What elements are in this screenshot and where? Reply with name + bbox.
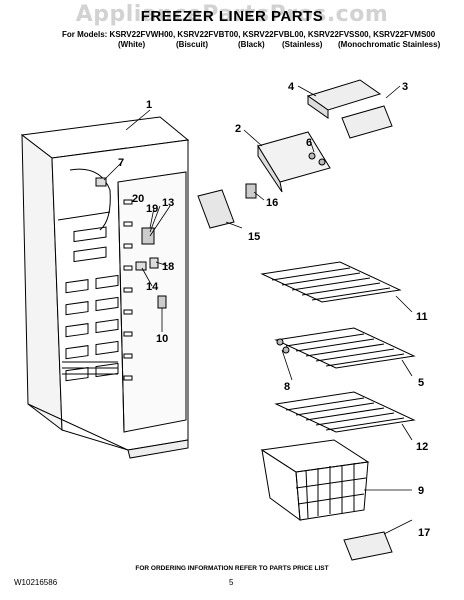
part-16-bracket [245, 183, 257, 199]
wire-shelf-11 [260, 261, 402, 303]
finish-black: (Black) [238, 40, 265, 49]
model-list: For Models: KSRV22FVWH00, KSRV22FVBT00, … [62, 30, 436, 39]
wire-basket-9 [260, 439, 370, 522]
finish-stainless: (Stainless) [282, 40, 323, 49]
part-7-clip [95, 177, 107, 187]
callout-16: 16 [266, 197, 278, 209]
callout-6: 6 [306, 137, 312, 149]
callout-5: 5 [418, 377, 424, 389]
finish-mono-stainless: (Monochromatic Stainless) [338, 40, 441, 49]
callout-1: 1 [146, 99, 152, 111]
callout-20: 20 [132, 193, 144, 205]
callout-8: 8 [284, 381, 290, 393]
cover-assembly [257, 79, 393, 193]
callout-2: 2 [235, 123, 241, 135]
callout-4: 4 [288, 81, 295, 93]
callout-17: 17 [418, 527, 430, 539]
part-15-control [197, 189, 235, 229]
side-wall-slots [123, 199, 133, 381]
leader-lines [103, 85, 413, 535]
part-18-clip [149, 257, 159, 269]
callout-11: 11 [416, 311, 428, 323]
callout-13: 13 [162, 197, 174, 209]
callout-12: 12 [416, 441, 428, 453]
callout-3: 3 [402, 81, 408, 93]
liner-ribs [62, 226, 119, 382]
document-number: W10216586 [14, 578, 58, 587]
callout-7: 7 [118, 157, 124, 169]
wire-shelf-12 [274, 391, 416, 433]
finish-white: (White) [118, 40, 146, 49]
callout-19: 19 [146, 203, 158, 215]
part-10-hinge [157, 295, 167, 309]
callout-18: 18 [162, 261, 174, 273]
finish-biscuit: (Biscuit) [176, 40, 208, 49]
page-title: FREEZER LINER PARTS [140, 8, 324, 25]
part-13-19-20-sensor [141, 227, 155, 245]
part-17-panel [343, 531, 393, 561]
callout-9: 9 [418, 485, 424, 497]
part-14-clip [135, 261, 147, 271]
callout-15: 15 [248, 231, 260, 243]
ordering-note: FOR ORDERING INFORMATION REFER TO PARTS … [135, 565, 329, 572]
wire-shelf-5 [274, 327, 416, 369]
watermark: AppliancePartsPros.com [75, 2, 389, 27]
callout-14: 14 [146, 281, 159, 293]
callout-10: 10 [156, 333, 168, 345]
page-number: 5 [229, 578, 234, 587]
freezer-liner [20, 116, 190, 459]
